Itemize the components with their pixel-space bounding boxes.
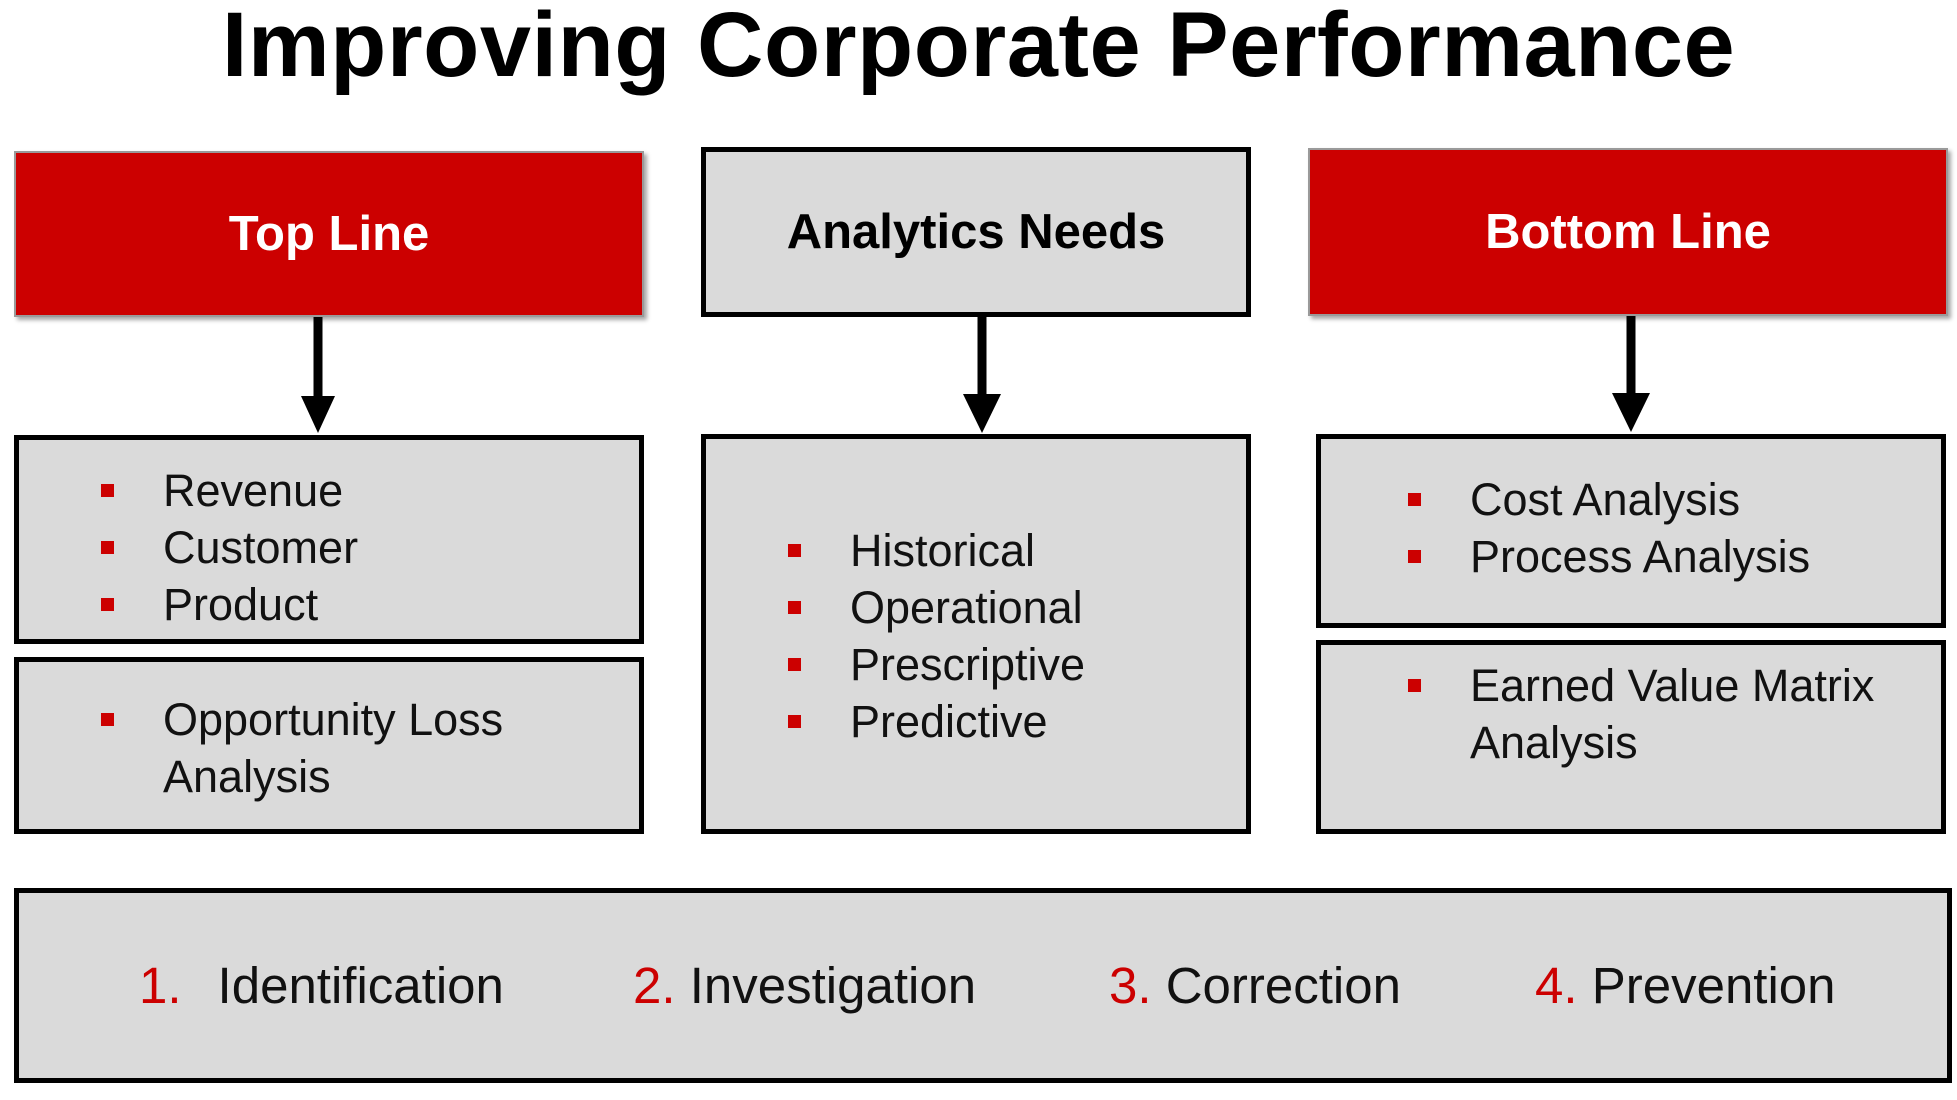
analytics-needs-header-label: Analytics Needs	[786, 205, 1166, 259]
step-prevention: 4. Prevention	[1535, 957, 1836, 1014]
arrow-bottom-line	[1612, 316, 1650, 432]
bullet-icon	[1408, 550, 1421, 563]
list-item: Opportunity Loss Analysis	[101, 691, 503, 805]
top-line-box-2: Opportunity Loss Analysis	[14, 657, 644, 834]
process-steps-bar: 1.Identification 2. Investigation 3. Cor…	[14, 888, 1952, 1083]
list-item: Revenue	[101, 462, 358, 519]
analytics-needs-header: Analytics Needs	[701, 147, 1251, 317]
arrow-analytics-needs	[963, 317, 1001, 433]
bottom-line-list-2: Earned Value Matrix Analysis	[1408, 657, 1874, 771]
top-line-header-label: Top Line	[228, 207, 430, 261]
analytics-needs-box: Historical Operational Prescriptive Pred…	[701, 434, 1251, 834]
top-line-list-2: Opportunity Loss Analysis	[101, 691, 503, 805]
bottom-line-header-label: Bottom Line	[1485, 205, 1771, 259]
bullet-icon	[101, 713, 114, 726]
bottom-line-box-1: Cost Analysis Process Analysis	[1316, 434, 1946, 628]
bullet-icon	[788, 601, 801, 614]
bullet-icon	[788, 715, 801, 728]
list-item: Prescriptive	[788, 636, 1085, 693]
step-identification: 1.Identification	[139, 957, 504, 1014]
top-line-list-1: Revenue Customer Product	[101, 462, 358, 633]
list-item: Product	[101, 576, 358, 633]
bullet-icon	[1408, 679, 1421, 692]
bullet-icon	[1408, 493, 1421, 506]
bullet-icon	[101, 484, 114, 497]
list-item: Historical	[788, 522, 1085, 579]
list-item: Predictive	[788, 693, 1085, 750]
list-item: Cost Analysis	[1408, 471, 1810, 528]
bullet-icon	[788, 544, 801, 557]
bottom-line-header: Bottom Line	[1308, 148, 1948, 316]
top-line-box-1: Revenue Customer Product	[14, 435, 644, 644]
arrow-top-line	[301, 317, 335, 433]
page-title: Improving Corporate Performance	[221, 0, 1736, 96]
step-correction: 3. Correction	[1109, 957, 1401, 1014]
list-item: Earned Value Matrix Analysis	[1408, 657, 1874, 771]
bullet-icon	[788, 658, 801, 671]
bottom-line-box-2: Earned Value Matrix Analysis	[1316, 640, 1946, 834]
step-investigation: 2. Investigation	[633, 957, 977, 1014]
analytics-needs-list: Historical Operational Prescriptive Pred…	[788, 522, 1085, 750]
list-item: Customer	[101, 519, 358, 576]
bullet-icon	[101, 598, 114, 611]
bottom-line-list-1: Cost Analysis Process Analysis	[1408, 471, 1810, 585]
top-line-header: Top Line	[14, 151, 644, 317]
list-item: Process Analysis	[1408, 528, 1810, 585]
bullet-icon	[101, 541, 114, 554]
list-item: Operational	[788, 579, 1085, 636]
